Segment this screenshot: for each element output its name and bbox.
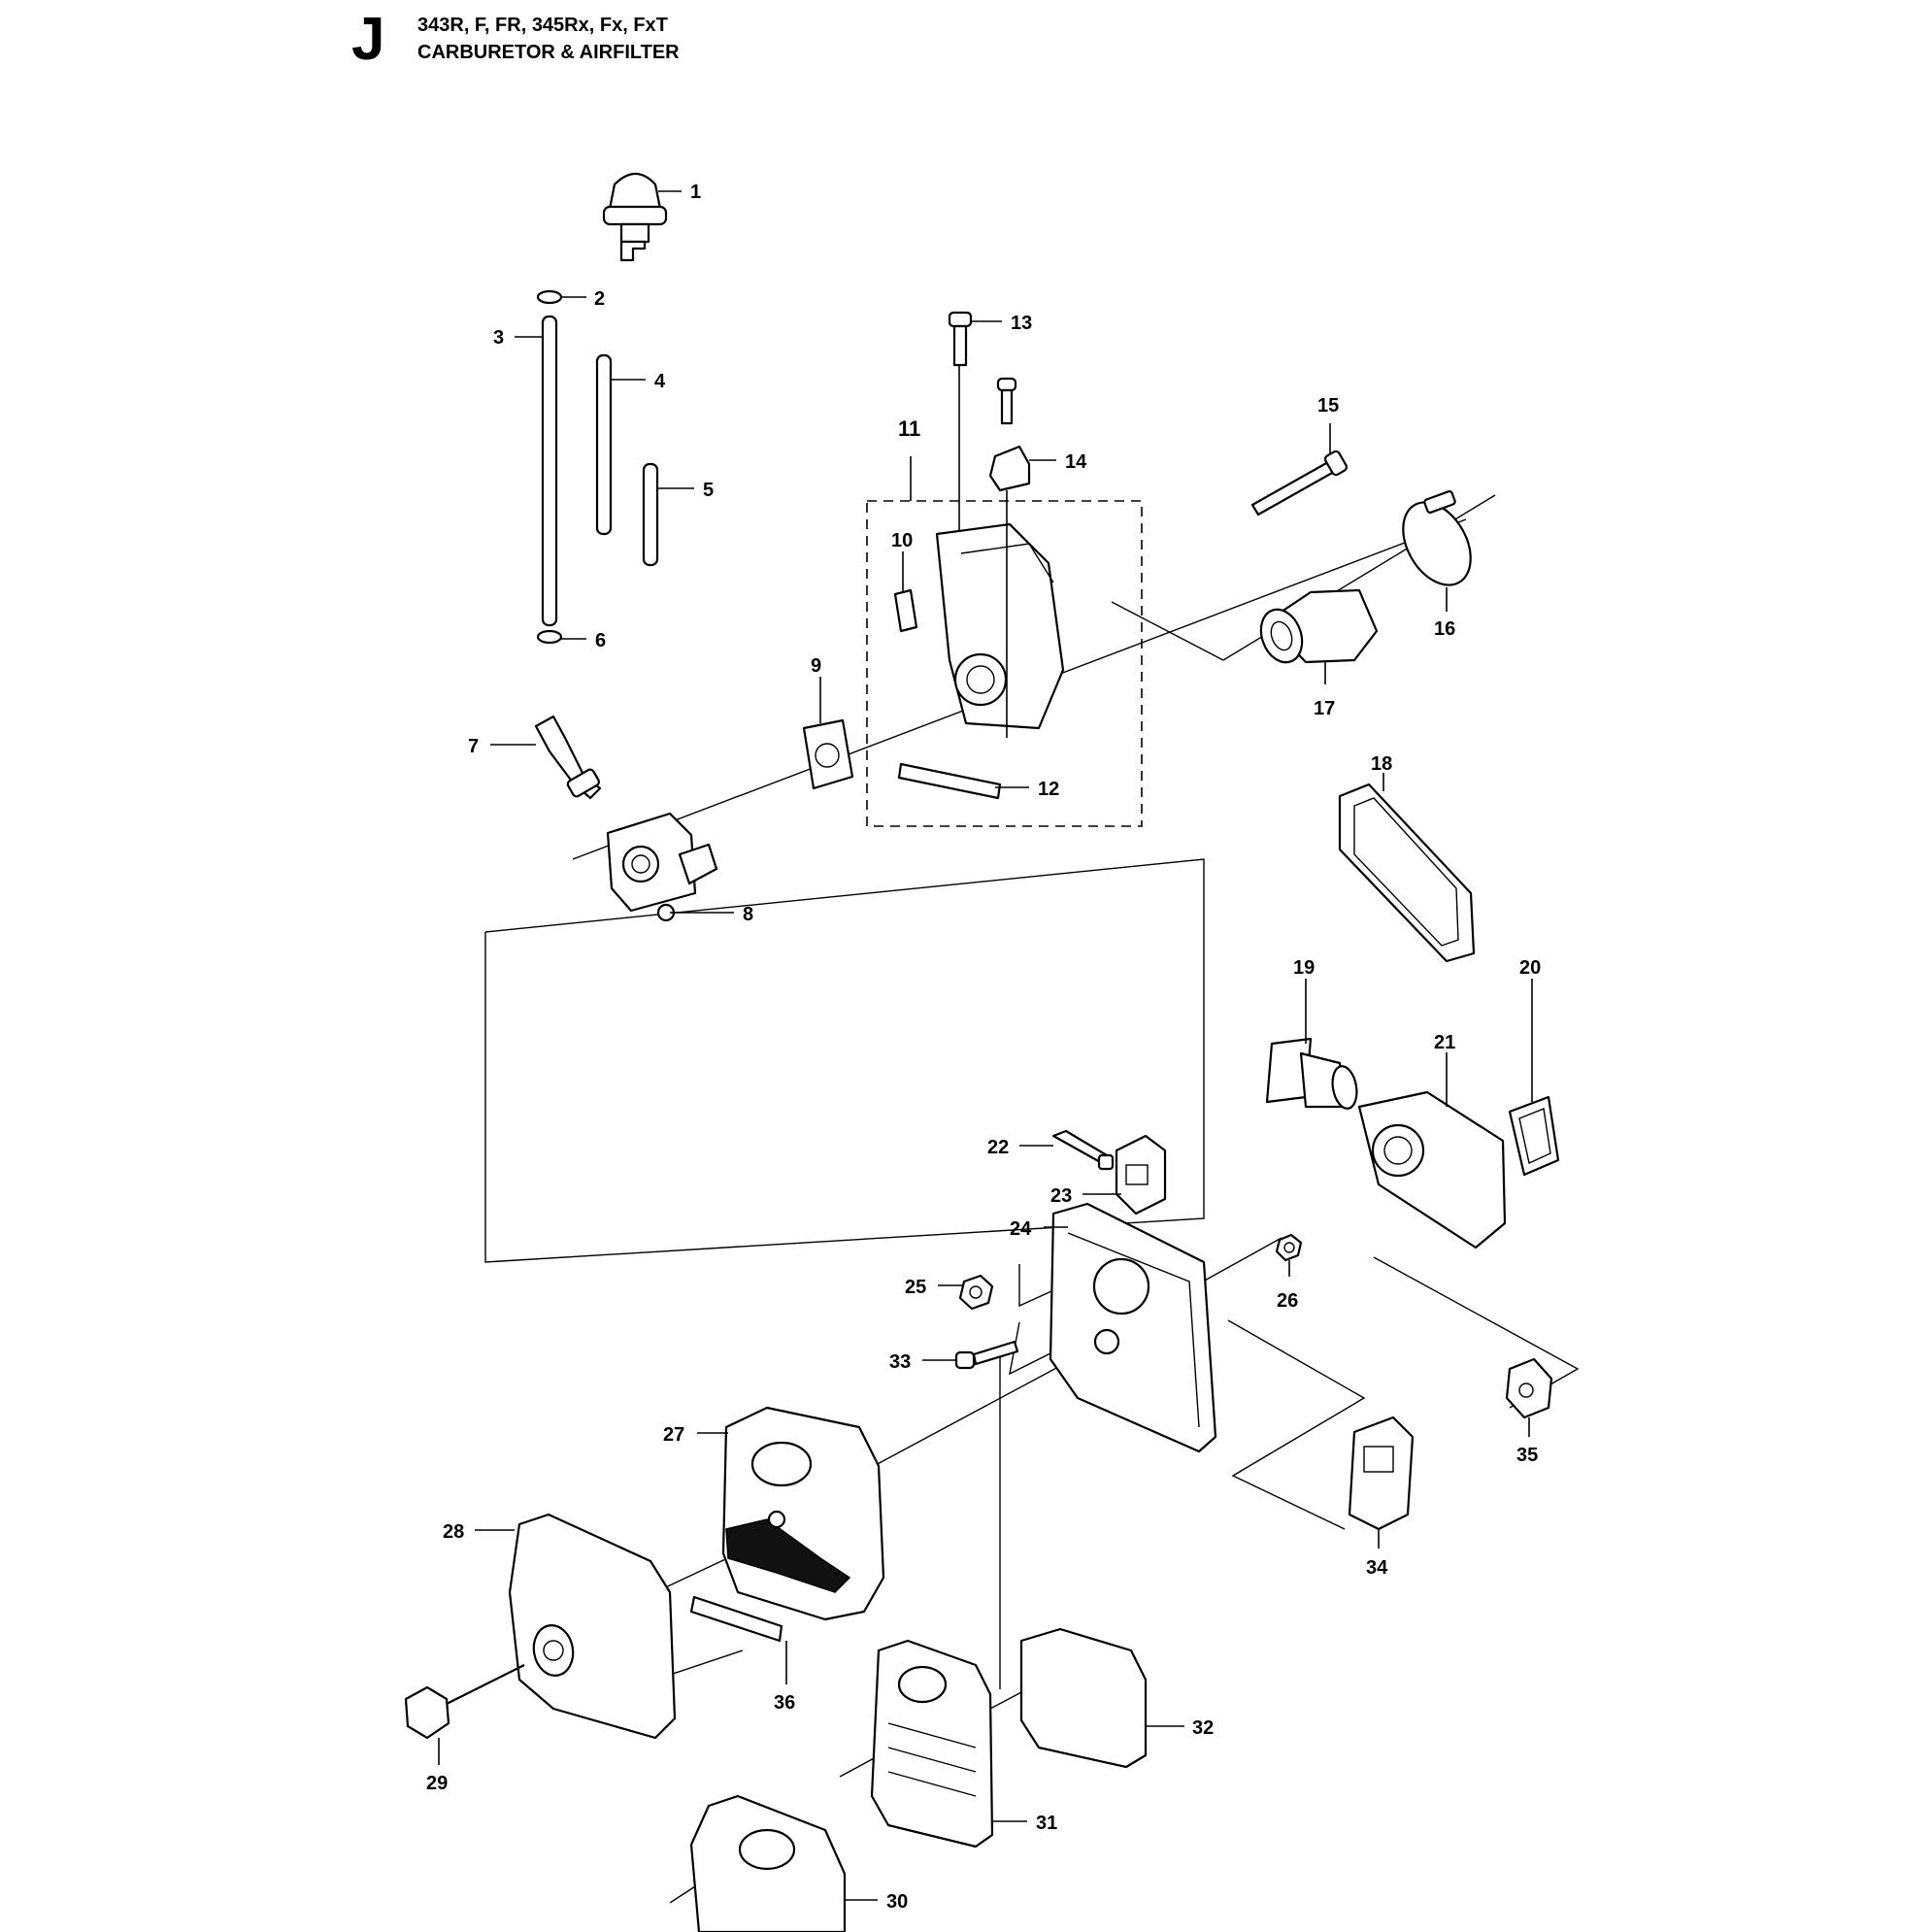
part-screw-13 [948,311,973,367]
page-title: CARBURETOR & AIRFILTER [417,42,680,63]
part-pin [1051,1129,1115,1171]
part-o-ring-lower [536,629,563,645]
callout-5: 5 [703,480,714,501]
part-choke-adjuster [534,715,602,800]
callout-28: 28 [443,1521,464,1543]
callout-2: 2 [594,288,605,310]
part-filter-bracket [1115,1134,1167,1216]
callout-19: 19 [1293,957,1315,979]
part-pre-filter-cover [689,1794,847,1932]
part-nut-26 [1275,1233,1303,1262]
part-intake-housing [935,522,1065,730]
part-nut-25 [958,1274,994,1311]
part-carburetor-gasket [802,718,854,790]
callout-27: 27 [663,1424,684,1446]
callout-21: 21 [1434,1032,1455,1053]
part-screw-14a [996,377,1017,425]
part-intake-boot [1259,588,1379,664]
part-air-housing [1357,1090,1507,1249]
callout-15: 15 [1317,395,1339,416]
callout-25: 25 [905,1277,926,1298]
assembly-group-box [866,500,1143,827]
callout-7: 7 [468,736,479,757]
callout-17: 17 [1314,698,1335,719]
part-choke-lever [1505,1357,1553,1419]
callout-14: 14 [1065,451,1087,473]
callout-31: 31 [1036,1813,1057,1834]
part-bracket [988,445,1031,492]
part-latch [1348,1416,1415,1531]
part-carburetor [606,812,718,922]
callout-9: 9 [811,655,821,677]
part-fuel-hose-long [541,315,558,627]
part-primer-bulb [602,172,668,262]
callout-3: 3 [493,327,504,349]
callout-23: 23 [1050,1185,1072,1207]
callout-11: 11 [898,416,920,441]
part-hose-clamp [1402,490,1472,586]
section-letter: J [351,6,385,73]
part-seal-strip [897,762,1002,800]
callouts: 1 2 3 4 5 6 7 8 9 10 11 12 13 14 15 16 [426,182,1541,1913]
part-cover-knob [404,1664,525,1740]
callout-26: 26 [1277,1290,1298,1312]
callout-18: 18 [1371,753,1392,775]
callout-12: 12 [1038,779,1059,800]
part-fuel-hose-medium [595,353,613,536]
callout-4: 4 [654,371,666,392]
part-foam-filter [1019,1627,1148,1769]
callout-10: 10 [891,530,913,551]
callout-22: 22 [987,1137,1009,1158]
part-o-ring-upper [536,289,563,305]
part-small-seal [893,588,918,633]
callout-34: 34 [1366,1557,1388,1579]
part-filter-element [870,1639,994,1849]
callout-16: 16 [1434,618,1455,640]
callout-32: 32 [1192,1717,1214,1739]
callout-33: 33 [889,1351,911,1373]
part-filter-base-plate [1049,1202,1217,1453]
model-list: 343R, F, FR, 345Rx, Fx, FxT [417,15,668,36]
callout-20: 20 [1519,957,1541,979]
callout-1: 1 [690,182,701,203]
callout-24: 24 [1010,1218,1032,1240]
callout-6: 6 [595,630,606,651]
part-fuel-hose-short [642,462,659,567]
callout-13: 13 [1011,313,1032,334]
assembly-lines [484,494,1580,1904]
part-long-bolt [1250,450,1349,516]
callout-8: 8 [743,904,753,925]
part-foam-strip [689,1595,783,1643]
part-square-gasket [1508,1095,1560,1177]
callout-35: 35 [1516,1445,1538,1466]
callout-29: 29 [426,1773,448,1794]
part-filter-gasket-frame [1338,783,1476,963]
part-air-tube [1265,1037,1358,1110]
part-filter-housing [721,1406,885,1621]
callout-36: 36 [774,1692,795,1714]
part-screw-33 [954,1340,1019,1370]
part-filter-cover [508,1513,677,1740]
callout-30: 30 [886,1891,908,1913]
